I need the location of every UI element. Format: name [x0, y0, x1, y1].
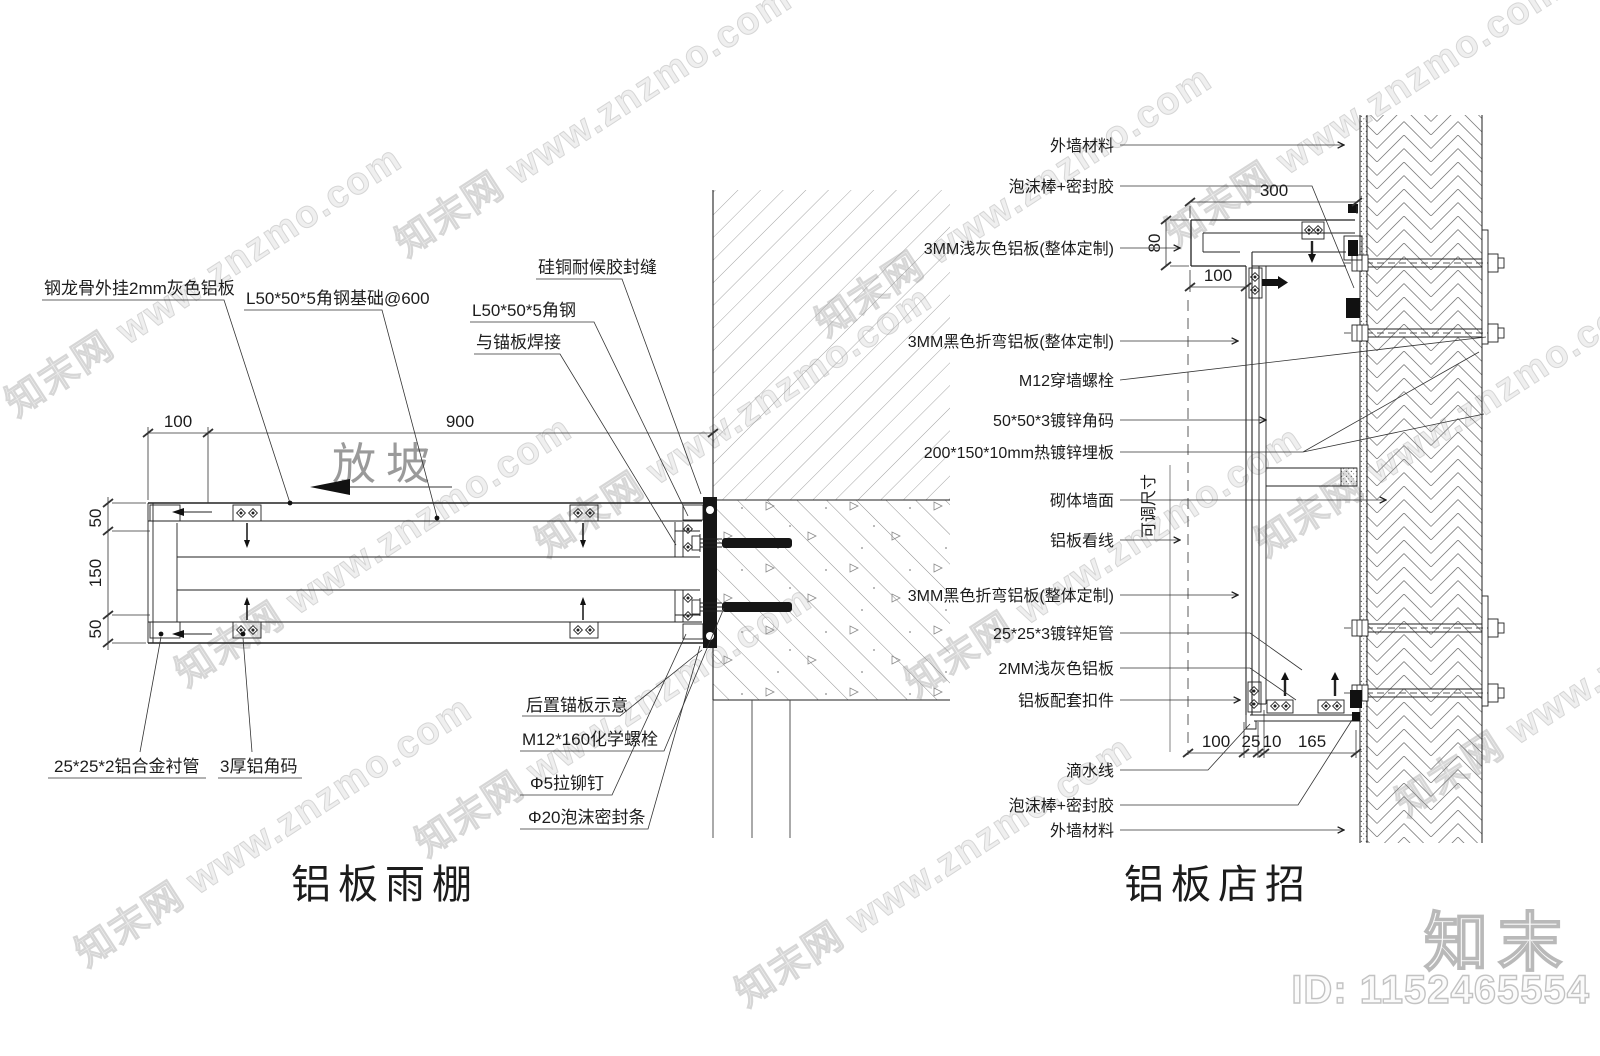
canopy-dimensions [102, 427, 719, 650]
label-angle-1: L50*50*5角钢 [472, 301, 576, 320]
label-angle-base: L50*50*5角钢基础@600 [246, 289, 430, 308]
label-gray-panel-2: 2MM浅灰色铝板 [998, 660, 1114, 678]
label-adjustable: 可调尺寸 [1140, 474, 1158, 538]
clip [569, 621, 599, 639]
sign-dimensions [1160, 197, 1363, 758]
label-wall-top: 外墙材料 [1050, 137, 1114, 155]
wall-finish-layer [1360, 115, 1367, 843]
dim-80: 80 [1145, 234, 1164, 253]
sign-structure [1190, 204, 1363, 730]
clip [232, 504, 262, 522]
dim-50: 50 [86, 509, 105, 528]
canopy-leaders [42, 278, 725, 830]
label-rivet: Φ5拉铆钉 [530, 774, 604, 793]
dim-10: 10 [1263, 732, 1282, 751]
label-wall-bolt: M12穿墙螺栓 [1019, 372, 1114, 390]
dim-100: 100 [164, 412, 192, 431]
clip [569, 504, 599, 522]
dim-165: 165 [1298, 732, 1326, 751]
label-liner: 25*25*2铝合金衬管 [54, 757, 200, 776]
sign-wall [1359, 115, 1489, 843]
chemical-bolt [691, 534, 792, 552]
label-masonry: 砌体墙面 [1050, 492, 1114, 510]
canopy-wall [712, 190, 950, 838]
embed-plate [1481, 595, 1489, 707]
label-angle-code: 50*50*3镀锌角码 [993, 412, 1114, 430]
dim-150: 150 [86, 559, 105, 587]
label-foam-top: 泡沫棒+密封胶 [1009, 178, 1114, 196]
label-gray-panel: 3MM浅灰色铝板(整体定制) [924, 240, 1114, 258]
label-foam: Φ20泡沫密封条 [528, 808, 645, 827]
anchor-plate [703, 497, 717, 648]
canopy-structure [147, 497, 792, 648]
label-embed-plate: 200*150*10mm热镀锌埋板 [924, 444, 1114, 462]
label-bolt: M12*160化学螺栓 [522, 730, 658, 749]
dim-25: 25 [1242, 732, 1261, 751]
clip [232, 621, 262, 639]
masonry-hatch [713, 190, 950, 500]
dim-900: 900 [446, 412, 474, 431]
label-anchor: 后置锚板示意 [526, 696, 628, 715]
title-shop-sign: 铝板店招 [1124, 863, 1312, 907]
sign-leaders [1119, 145, 1487, 830]
label-foam-bottom: 泡沫棒+密封胶 [1009, 797, 1114, 815]
embed-plate [1481, 229, 1489, 345]
dim-100-bottom: 100 [1202, 732, 1230, 751]
dim-50: 50 [86, 620, 105, 639]
label-sealant: 硅铜耐候胶封缝 [538, 258, 657, 277]
chemical-bolt [691, 598, 792, 616]
label-angle-2: 与锚板焊接 [476, 333, 561, 352]
label-sight-line: 铝板看线 [1050, 532, 1114, 550]
label-tube: 25*25*3镀锌矩管 [993, 625, 1114, 643]
dim-300: 300 [1260, 181, 1288, 200]
title-canopy: 铝板雨棚 [291, 863, 479, 907]
label-drip-line: 滴水线 [1066, 762, 1114, 780]
through-wall-bolts [1344, 253, 1505, 703]
label-corner: 3厚铝角码 [220, 757, 297, 776]
slope-arrow [310, 479, 452, 495]
label-black-panel-top: 3MM黑色折弯铝板(整体定制) [908, 333, 1114, 351]
drawing-id: ID: 1152465554 [1291, 967, 1590, 1012]
site-logo: 知末 [1423, 906, 1572, 980]
label-panel: 钢龙骨外挂2mm灰色铝板 [44, 279, 235, 298]
label-clip-fitting: 铝板配套扣件 [1018, 692, 1114, 710]
label-black-panel-bottom: 3MM黑色折弯铝板(整体定制) [908, 587, 1114, 605]
label-wall-bottom: 外墙材料 [1050, 822, 1114, 840]
herringbone-hatch [1367, 115, 1482, 843]
dim-100-top: 100 [1204, 266, 1232, 285]
